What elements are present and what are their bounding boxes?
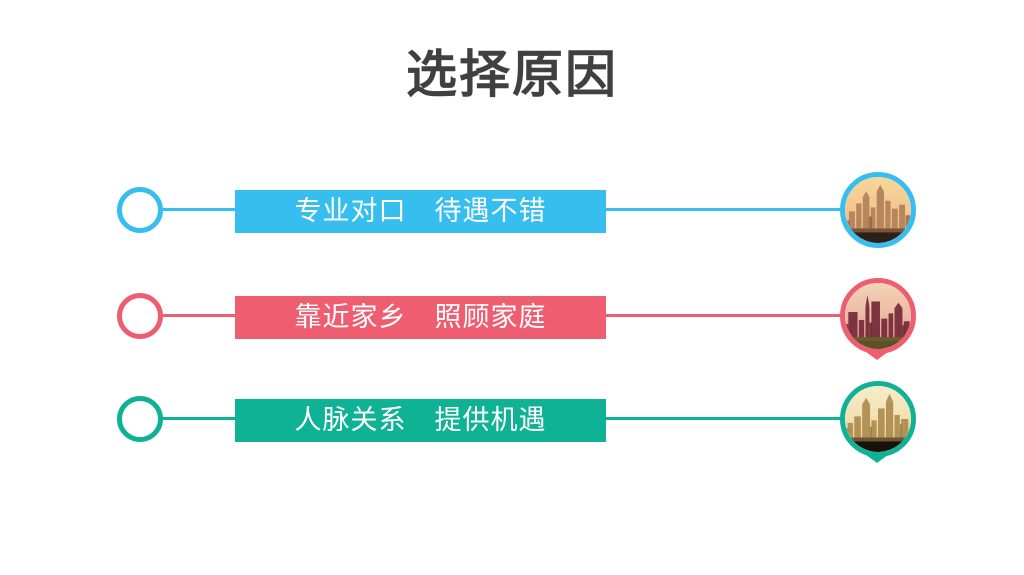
reason-label-text: 专业对口 待遇不错 bbox=[294, 196, 547, 227]
reason-label-bar[interactable]: 靠近家乡 照顾家庭 bbox=[235, 296, 606, 339]
photo-image bbox=[845, 177, 911, 243]
reason-row: 专业对口 待遇不错 bbox=[0, 166, 1024, 256]
hollow-circle-icon bbox=[117, 396, 163, 442]
reason-label-text: 靠近家乡 照顾家庭 bbox=[294, 302, 547, 333]
page-title: 选择原因 bbox=[405, 46, 618, 105]
connector-line-right bbox=[602, 208, 854, 211]
hollow-circle-icon bbox=[117, 293, 163, 339]
hollow-circle-icon bbox=[117, 187, 163, 233]
connector-line-left bbox=[160, 314, 238, 317]
photo-image bbox=[845, 283, 911, 349]
reason-label-bar[interactable]: 专业对口 待遇不错 bbox=[235, 190, 606, 233]
connector-line-right bbox=[602, 314, 854, 317]
connector-line-right bbox=[602, 417, 854, 420]
photo-image bbox=[845, 386, 911, 452]
reason-row: 人脉关系 提供机遇 bbox=[0, 375, 1024, 465]
city-skyline-photo bbox=[840, 172, 916, 248]
city-skyline-photo bbox=[840, 278, 916, 354]
connector-line-left bbox=[160, 417, 238, 420]
reason-label-bar[interactable]: 人脉关系 提供机遇 bbox=[235, 399, 606, 442]
reason-row: 靠近家乡 照顾家庭 bbox=[0, 272, 1024, 362]
reason-label-text: 人脉关系 提供机遇 bbox=[294, 405, 547, 436]
connector-line-left bbox=[160, 208, 238, 211]
city-skyline-photo bbox=[840, 381, 916, 457]
